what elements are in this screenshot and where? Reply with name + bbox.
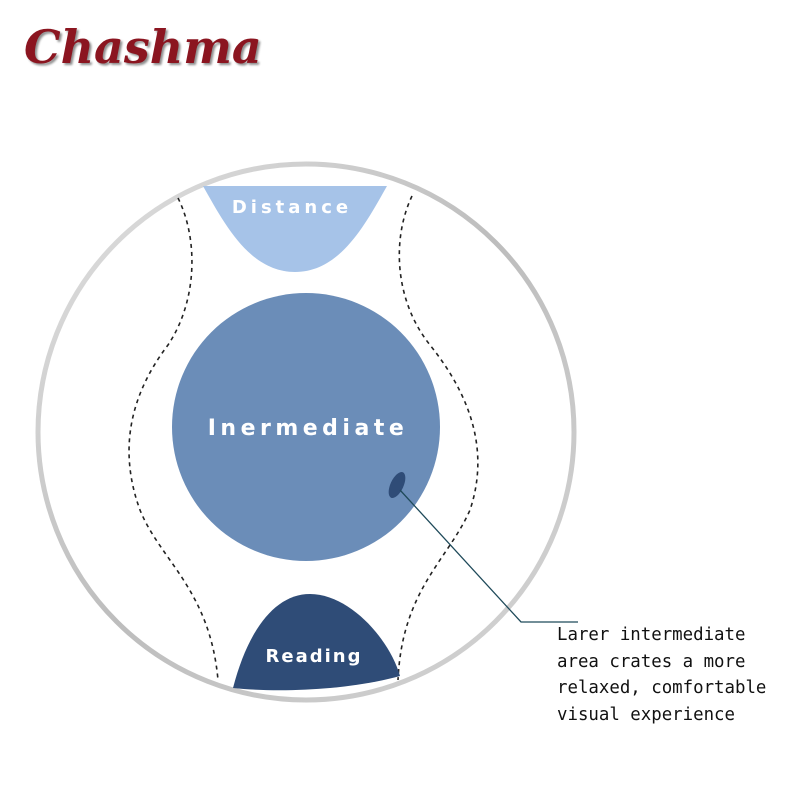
reading-zone-label: Reading bbox=[266, 646, 363, 667]
brand-logo: Chashma bbox=[24, 20, 262, 74]
reading-zone bbox=[233, 594, 400, 691]
distance-zone bbox=[203, 186, 387, 272]
callout-line: area crates a more bbox=[557, 651, 746, 672]
intermediate-zone-label: Inermediate bbox=[208, 416, 409, 441]
callout-line: visual experience bbox=[557, 704, 735, 725]
callout-line: relaxed, comfortable bbox=[557, 678, 767, 698]
corridor-boundary-left bbox=[128, 197, 219, 681]
intermediate-zone bbox=[172, 293, 440, 561]
lens-outline bbox=[35, 161, 577, 703]
distance-zone-label: Distance bbox=[232, 197, 352, 218]
callout-line: Larer intermediate bbox=[557, 625, 746, 645]
callout-marker bbox=[388, 472, 406, 498]
corridor-boundary-right bbox=[397, 195, 479, 681]
callout-text: Larer intermediate area crates a more re… bbox=[557, 622, 793, 728]
callout-leader-line bbox=[399, 489, 578, 623]
